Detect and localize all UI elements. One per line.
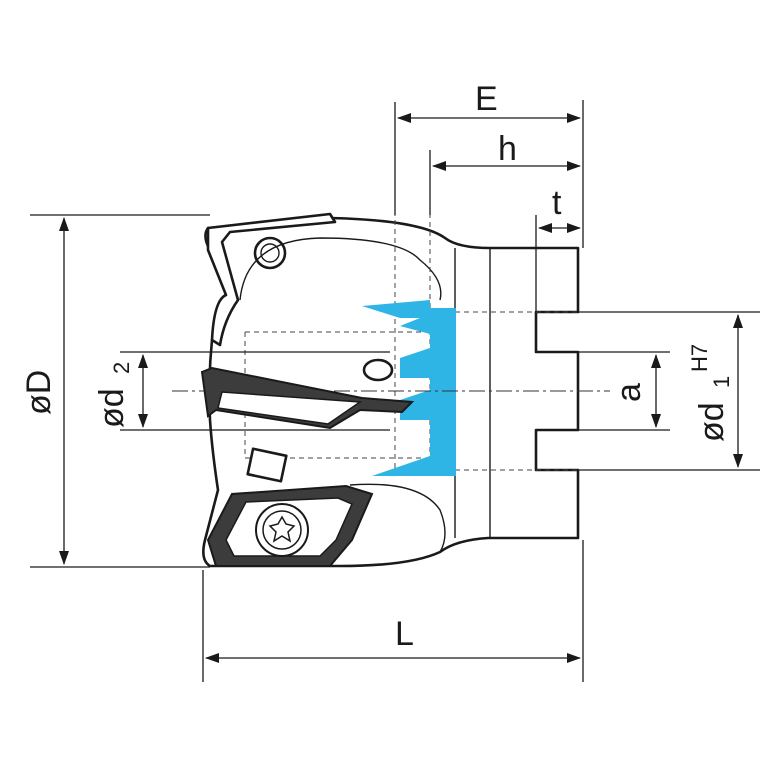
dimensions: [30, 100, 760, 682]
label-t: t: [552, 184, 562, 222]
label-D: øD: [20, 370, 58, 415]
coolant-channels: [362, 300, 456, 476]
label-d1-tolerance: H7: [687, 344, 712, 372]
side-insert: [200, 366, 415, 483]
label-h: h: [498, 130, 517, 168]
dimension-labels: E h t L øD ød 2 a ød 1 H7: [20, 80, 734, 653]
label-E: E: [475, 80, 498, 118]
label-d1-main: ød: [693, 402, 731, 442]
coolant-hole: [362, 358, 394, 382]
label-d1: ød 1 H7: [687, 344, 734, 442]
label-d2: ød 2: [93, 362, 134, 428]
label-L: L: [395, 615, 414, 653]
label-d2-sub: 2: [109, 362, 134, 374]
lower-insert: [206, 484, 374, 567]
cutter-body: [202, 212, 580, 568]
label-d2-main: ød: [93, 388, 131, 428]
label-d1-sub: 1: [709, 376, 734, 388]
label-a: a: [610, 383, 648, 402]
